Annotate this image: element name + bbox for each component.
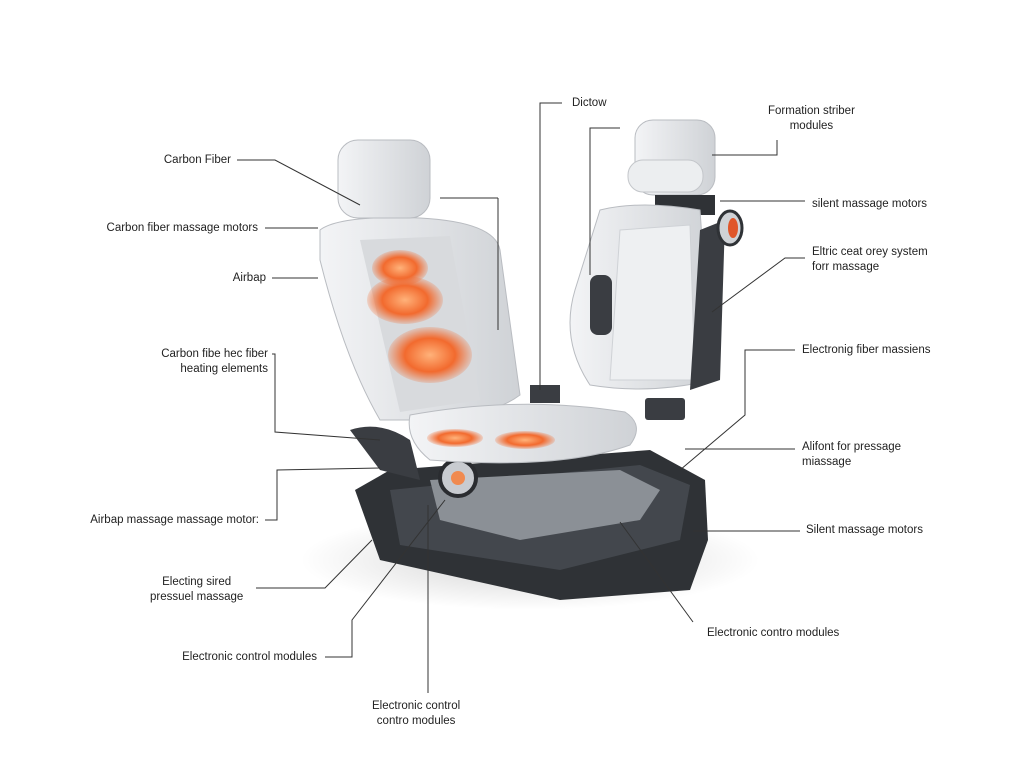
label-line: modules	[789, 119, 834, 132]
label-ecm-left: Electronic control modules	[182, 651, 317, 663]
label-airbag-motors: Airbap massage massage motor:	[90, 514, 259, 526]
headrest	[337, 139, 431, 219]
label-line: pressuel massage	[150, 590, 244, 603]
label-line: Formation striber	[768, 105, 855, 117]
label-silent-motors-bottom: Silent massage motors	[806, 524, 923, 536]
label-line: Alifont for pressage	[802, 441, 902, 453]
label-line: contro modules	[376, 714, 456, 727]
label-line: miassage	[802, 455, 852, 468]
label-line: forr massage	[812, 260, 880, 273]
label-silent-motors-top: silent massage motors	[812, 198, 928, 210]
label-carbon-fiber: Carbon Fiber	[163, 154, 231, 166]
label-heating-elements: Carbon fibe hec fiber heating elements	[161, 347, 268, 376]
label-formation-modules: Formation striber modules	[768, 104, 855, 133]
label-line: Electing sired	[162, 576, 232, 588]
label-line: Carbon fibe hec fiber	[161, 348, 268, 360]
label-pressure-massage: Electing sired pressuel massage	[150, 575, 243, 604]
label-ecm-bottom: Electronic control contro modules	[372, 699, 460, 728]
label-line: Eltric ceat orey system	[812, 246, 928, 258]
seat-base	[355, 450, 708, 600]
label-line: Electronic control	[372, 700, 461, 712]
label-alifont: Alifont for pressage miassage	[802, 440, 901, 469]
label-electric-system: Eltric ceat orey system forr massage	[812, 245, 928, 274]
label-airbag: Airbap	[232, 272, 266, 284]
label-top-center: Dictow	[572, 97, 607, 109]
label-fiber-massians: Electronig fiber massiens	[802, 344, 931, 356]
right-seat	[530, 119, 744, 420]
left-seat	[319, 139, 637, 480]
label-carbon-fiber-motors: Carbon fiber massage motors	[106, 222, 258, 234]
label-ecm-right: Electronic contro modules	[707, 627, 840, 639]
leader-lines	[237, 102, 805, 693]
label-line: heating elements	[180, 362, 268, 375]
